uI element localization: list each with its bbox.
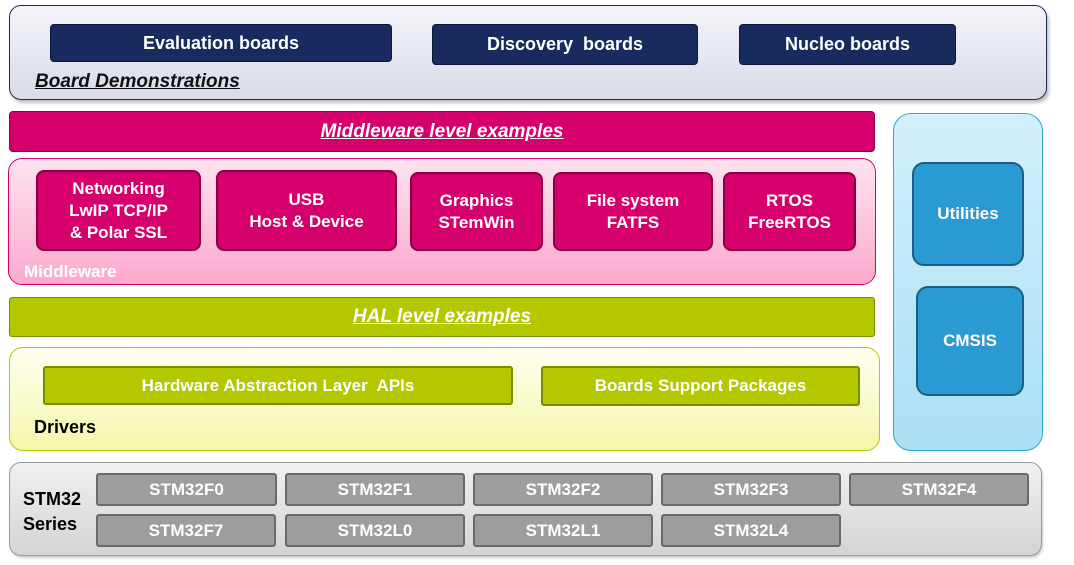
networking-line1: Networking <box>72 178 165 198</box>
chip-stm32f0-label: STM32F0 <box>149 479 224 499</box>
chip-stm32f1-label: STM32F1 <box>337 479 413 499</box>
graphics-line2: STemWin <box>438 212 515 232</box>
chip-stm32f7-label: STM32F7 <box>148 520 224 540</box>
middleware-examples-label: Middleware level examples <box>320 120 564 142</box>
chip-stm32f2-label: STM32F2 <box>525 479 601 499</box>
file-system-box: File system FATFS <box>553 172 713 251</box>
cmsis-box: CMSIS <box>916 286 1024 396</box>
evaluation-boards-box: Evaluation boards <box>50 24 392 62</box>
middleware-examples-banner: Middleware level examples <box>9 111 875 152</box>
nucleo-boards-label: Nucleo boards <box>784 34 911 54</box>
graphics-line1: Graphics <box>439 190 514 210</box>
chip-stm32l1-label: STM32L1 <box>525 520 601 540</box>
hal-examples-label: HAL level examples <box>352 306 532 327</box>
chip-stm32f4-label: STM32F4 <box>901 479 977 499</box>
usb-line1: USB <box>288 189 325 209</box>
utilities-label: Utilities <box>937 204 999 223</box>
hal-apis-box: Hardware Abstraction Layer APIs <box>43 366 513 405</box>
chip-stm32l1: STM32L1 <box>473 514 653 547</box>
bsp-label: Boards Support Packages <box>594 376 807 395</box>
chip-stm32l4: STM32L4 <box>661 514 841 547</box>
chip-stm32l0-label: STM32L0 <box>337 520 413 540</box>
file-system-line2: FATFS <box>606 212 660 232</box>
usb-box: USB Host & Device <box>216 170 397 251</box>
networking-line2: LwIP TCP/IP <box>69 200 168 220</box>
graphics-box: Graphics STemWin <box>410 172 543 251</box>
middleware-label: Middleware <box>24 262 117 281</box>
bsp-box: Boards Support Packages <box>541 366 860 406</box>
chip-stm32f2: STM32F2 <box>473 473 653 506</box>
discovery-boards-label: Discovery boards <box>486 34 644 54</box>
chip-stm32f4: STM32F4 <box>849 473 1029 506</box>
stm32-series-label: STM32 Series <box>23 487 81 537</box>
evaluation-boards-label: Evaluation boards <box>142 32 300 53</box>
chip-stm32f3-label: STM32F3 <box>713 479 789 499</box>
networking-box: Networking LwIP TCP/IP & Polar SSL <box>36 170 201 251</box>
rtos-box: RTOS FreeRTOS <box>723 172 856 251</box>
rtos-line2: FreeRTOS <box>748 212 831 232</box>
stm32-series-label-line2: Series <box>23 514 78 534</box>
rtos-line1: RTOS <box>766 190 813 210</box>
cmsis-label: CMSIS <box>943 331 997 350</box>
discovery-boards-box: Discovery boards <box>432 24 698 65</box>
chip-stm32l0: STM32L0 <box>285 514 465 547</box>
chip-stm32l4-label: STM32L4 <box>713 520 789 540</box>
nucleo-boards-box: Nucleo boards <box>739 24 956 65</box>
drivers-label: Drivers <box>34 417 97 437</box>
chip-stm32f1: STM32F1 <box>285 473 465 506</box>
hal-apis-label: Hardware Abstraction Layer APIs <box>141 375 415 395</box>
utilities-box: Utilities <box>912 162 1024 266</box>
file-system-line1: File system <box>586 190 680 210</box>
chip-stm32f7: STM32F7 <box>96 514 276 547</box>
stm32-series-label-line1: STM32 <box>23 489 82 509</box>
networking-line3: & Polar SSL <box>69 222 168 242</box>
chip-stm32f0: STM32F0 <box>96 473 277 506</box>
hal-examples-banner: HAL level examples <box>9 297 875 337</box>
board-demonstrations-title: Board Demonstrations <box>35 71 240 92</box>
chip-stm32f3: STM32F3 <box>661 473 841 506</box>
usb-line2: Host & Device <box>249 211 364 231</box>
